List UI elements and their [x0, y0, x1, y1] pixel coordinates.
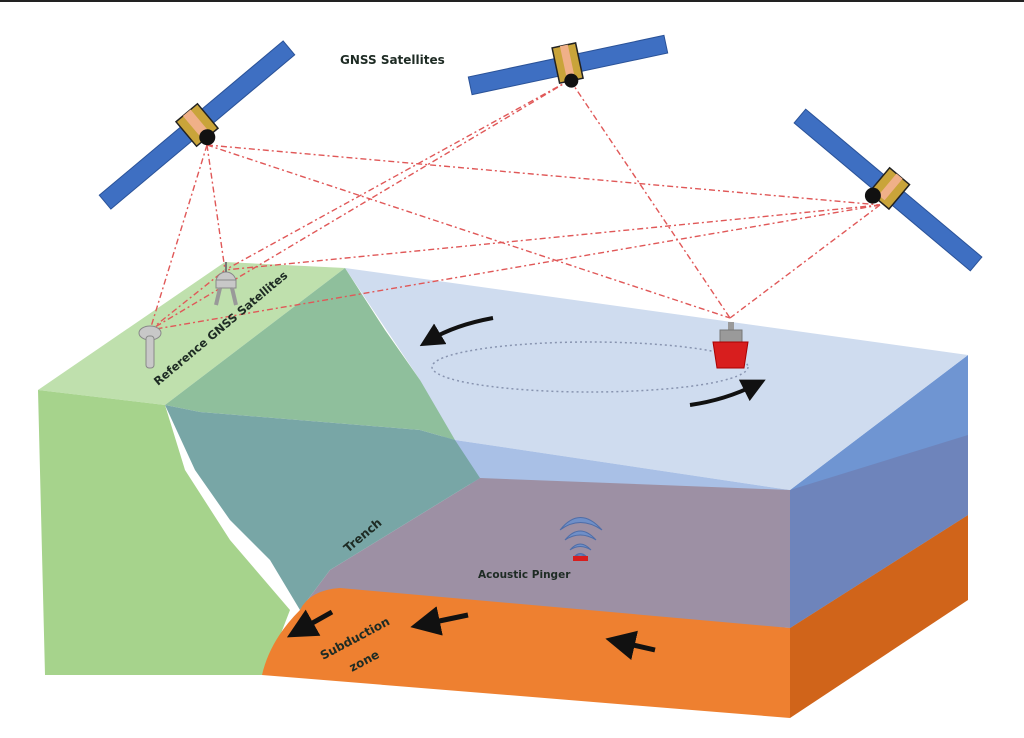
arrow-left-icon — [410, 606, 469, 636]
continental-slope — [165, 268, 455, 440]
gnss-reference-station-icon — [138, 325, 162, 369]
earth-block — [38, 262, 968, 718]
plate-motion-arrows — [286, 606, 656, 660]
plate-side-face — [790, 515, 968, 718]
gnss-reference-station-icon — [214, 262, 238, 306]
ocean-surface — [345, 268, 968, 490]
satellite-icon — [98, 40, 296, 210]
ship-track — [431, 341, 749, 393]
arrow-left-icon — [605, 630, 656, 660]
satellite-icon — [793, 108, 983, 272]
top-border — [0, 0, 1024, 2]
circular-arrow-icon — [689, 379, 766, 407]
land-front-face — [38, 390, 290, 675]
seafloor-surface — [300, 478, 790, 628]
satellite-icon — [467, 34, 669, 96]
subducting-plate — [262, 588, 790, 718]
surface-vessel-icon — [712, 322, 749, 369]
seafloor-side-face — [790, 435, 968, 628]
gnss-satellites-label: GNSS Satellites — [340, 53, 445, 67]
land-surface — [38, 262, 345, 405]
trench-water — [165, 405, 480, 610]
acoustic-pinger-icon — [559, 517, 603, 561]
acoustic-pinger-label: Acoustic Pinger — [478, 569, 571, 581]
circular-arrow-icon — [419, 316, 494, 347]
arrow-left-icon — [286, 609, 334, 638]
